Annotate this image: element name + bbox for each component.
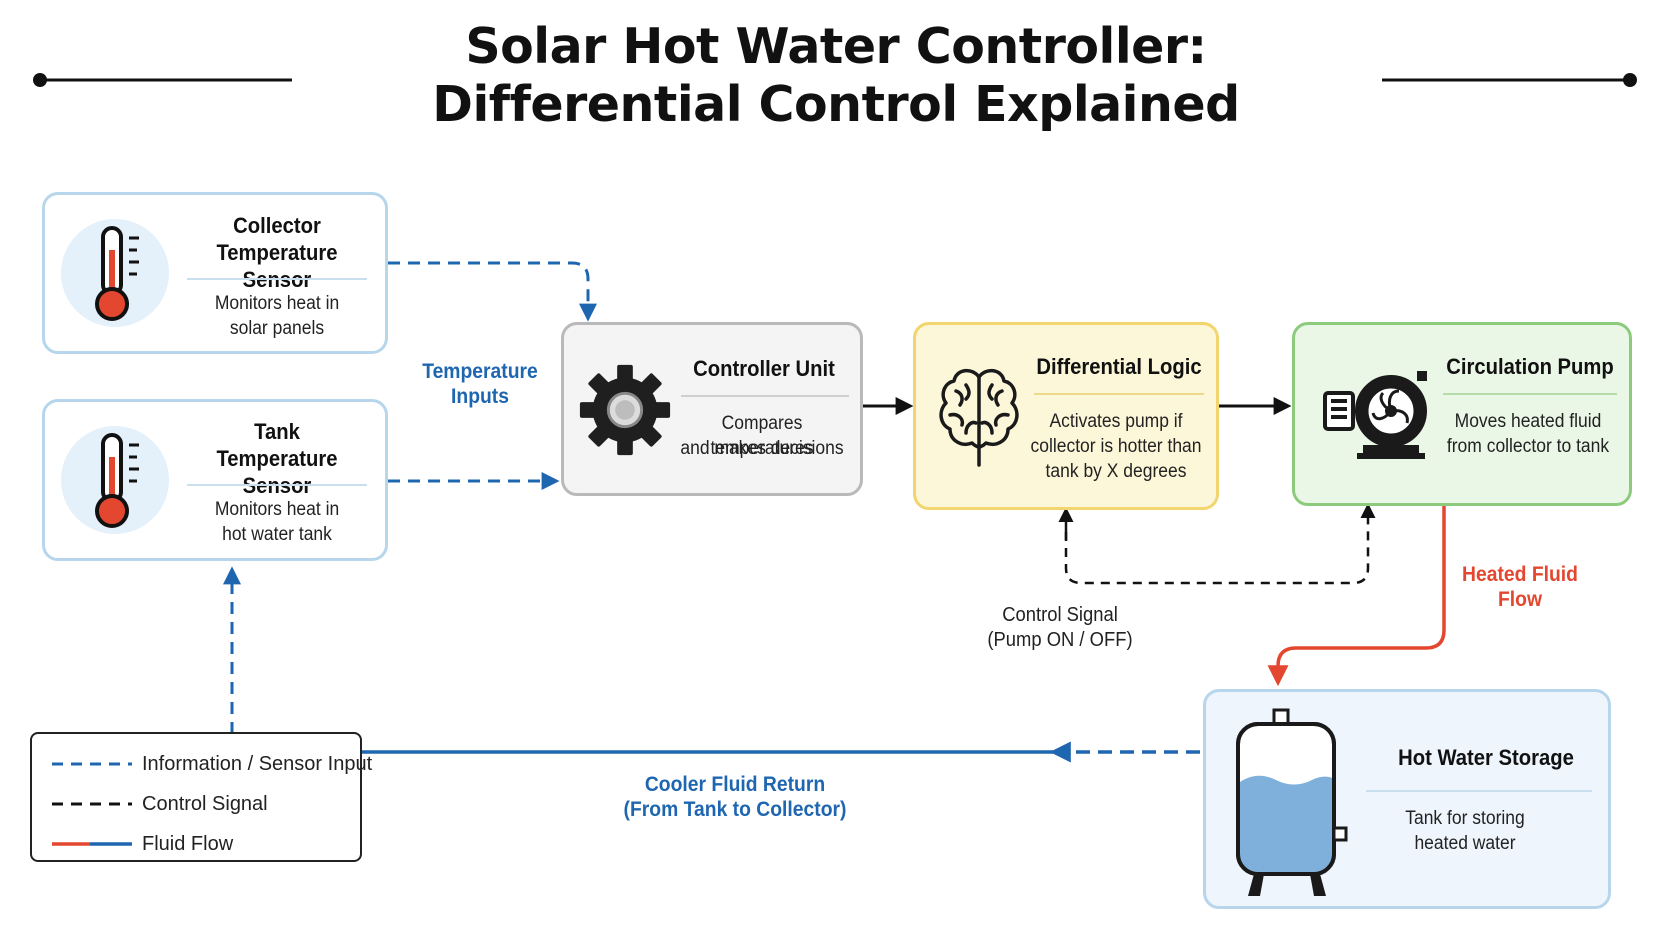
tank-sensor-card: Tank Temperature Sensor Monitors heat in… bbox=[42, 399, 388, 561]
circulation-pump-title: Circulation Pump bbox=[1446, 354, 1614, 379]
differential-logic-desc-3: tank by X degrees bbox=[1045, 461, 1187, 482]
temperature-inputs-line-1: Temperature bbox=[422, 360, 538, 383]
pump-icon bbox=[1323, 371, 1427, 459]
edge-heated-fluid-flow bbox=[1267, 506, 1446, 687]
control-signal-label: Control Signal (Pump ON / OFF) bbox=[968, 603, 1152, 653]
legend-label-control: Control Signal bbox=[142, 793, 268, 815]
title-line-1: Solar Hot Water Controller: bbox=[465, 18, 1207, 75]
heated-fluid-flow-line-2: Flow bbox=[1497, 588, 1542, 611]
temperature-inputs-line-2: Inputs bbox=[451, 385, 509, 408]
tank-sensor-title-2: Temperature Sensor bbox=[216, 446, 338, 498]
legend-swatch-solid-red-blue bbox=[52, 842, 132, 846]
title-line-2: Differential Control Explained bbox=[432, 76, 1240, 133]
title-decoration-right bbox=[1382, 73, 1637, 87]
legend: Information / Sensor Input Control Signa… bbox=[30, 732, 372, 862]
legend-item-control: Control Signal bbox=[32, 790, 362, 818]
hot-water-storage-desc-2: heated water bbox=[1414, 833, 1516, 854]
collector-sensor-card: Collector Temperature Sensor Monitors he… bbox=[42, 192, 388, 354]
tank-sensor-desc-2: hot water tank bbox=[222, 524, 332, 545]
thermometer-icon bbox=[95, 433, 139, 528]
water-tank-icon bbox=[1236, 708, 1348, 896]
tank-sensor-title-1: Tank bbox=[254, 419, 300, 444]
controller-unit-divider bbox=[681, 395, 849, 397]
hot-water-storage-card: Hot Water Storage Tank for storing heate… bbox=[1203, 689, 1611, 909]
legend-swatch-dashed-black bbox=[52, 802, 132, 806]
collector-sensor-desc-1: Monitors heat in bbox=[214, 293, 340, 314]
legend-item-info: Information / Sensor Input bbox=[32, 750, 372, 778]
circulation-pump-desc-1: Moves heated fluid bbox=[1454, 411, 1602, 432]
heated-fluid-flow-line-1: Heated Fluid bbox=[1462, 563, 1578, 586]
collector-sensor-title-1: Collector bbox=[233, 213, 321, 238]
legend-label-info: Information / Sensor Input bbox=[142, 753, 373, 775]
diagram-title: Solar Hot Water Controller: Differential… bbox=[0, 18, 1672, 134]
differential-logic-desc-2: collector is hotter than bbox=[1030, 436, 1202, 457]
collector-sensor-title-2: Temperature Sensor bbox=[216, 240, 338, 292]
cooler-fluid-return-label: Cooler Fluid Return (From Tank to Collec… bbox=[611, 772, 859, 822]
controller-unit-title: Controller Unit bbox=[693, 356, 835, 381]
hot-water-storage-desc-1: Tank for storing bbox=[1405, 808, 1525, 829]
collector-sensor-desc-2: solar panels bbox=[229, 318, 325, 339]
differential-logic-desc-1: Activates pump if bbox=[1049, 411, 1183, 432]
edge-collector-to-controller bbox=[388, 261, 597, 322]
collector-sensor-divider bbox=[187, 278, 367, 280]
legend-swatch-dashed-blue bbox=[52, 762, 132, 766]
cooler-fluid-return-line-2: (From Tank to Collector) bbox=[623, 798, 847, 821]
circulation-pump-card: Circulation Pump Moves heated fluid from… bbox=[1292, 322, 1632, 506]
differential-logic-title: Differential Logic bbox=[1036, 354, 1202, 379]
control-signal-line-2: (Pump ON / OFF) bbox=[987, 629, 1133, 651]
brain-icon bbox=[939, 368, 1019, 467]
differential-logic-card: Differential Logic Activates pump if col… bbox=[913, 322, 1219, 510]
circulation-pump-divider bbox=[1443, 393, 1617, 395]
tank-sensor-desc-1: Monitors heat in bbox=[214, 499, 340, 520]
legend-item-fluid: Fluid Flow bbox=[32, 830, 362, 858]
thermometer-icon bbox=[95, 226, 139, 321]
differential-logic-divider bbox=[1034, 393, 1204, 395]
cooler-fluid-return-line-1: Cooler Fluid Return bbox=[644, 773, 826, 796]
circulation-pump-desc-2: from collector to tank bbox=[1446, 436, 1610, 457]
controller-unit-desc-2: and makes decisions bbox=[680, 438, 844, 459]
control-signal-line-1: Control Signal bbox=[1002, 604, 1118, 626]
controller-unit-card: Controller Unit Compares temperatures an… bbox=[561, 322, 863, 496]
gear-icon bbox=[579, 364, 671, 456]
edge-control-signal-loop bbox=[1064, 503, 1376, 585]
tank-sensor-divider bbox=[187, 484, 367, 486]
heated-fluid-flow-label: Heated Fluid Flow bbox=[1446, 562, 1593, 612]
title-decoration-left bbox=[33, 73, 292, 87]
legend-label-fluid: Fluid Flow bbox=[142, 833, 234, 855]
hot-water-storage-divider bbox=[1366, 790, 1592, 792]
hot-water-storage-title: Hot Water Storage bbox=[1398, 745, 1574, 770]
temperature-inputs-label: Temperature Inputs bbox=[406, 359, 553, 409]
controller-unit-desc-1: Compares temperatures bbox=[710, 413, 814, 459]
